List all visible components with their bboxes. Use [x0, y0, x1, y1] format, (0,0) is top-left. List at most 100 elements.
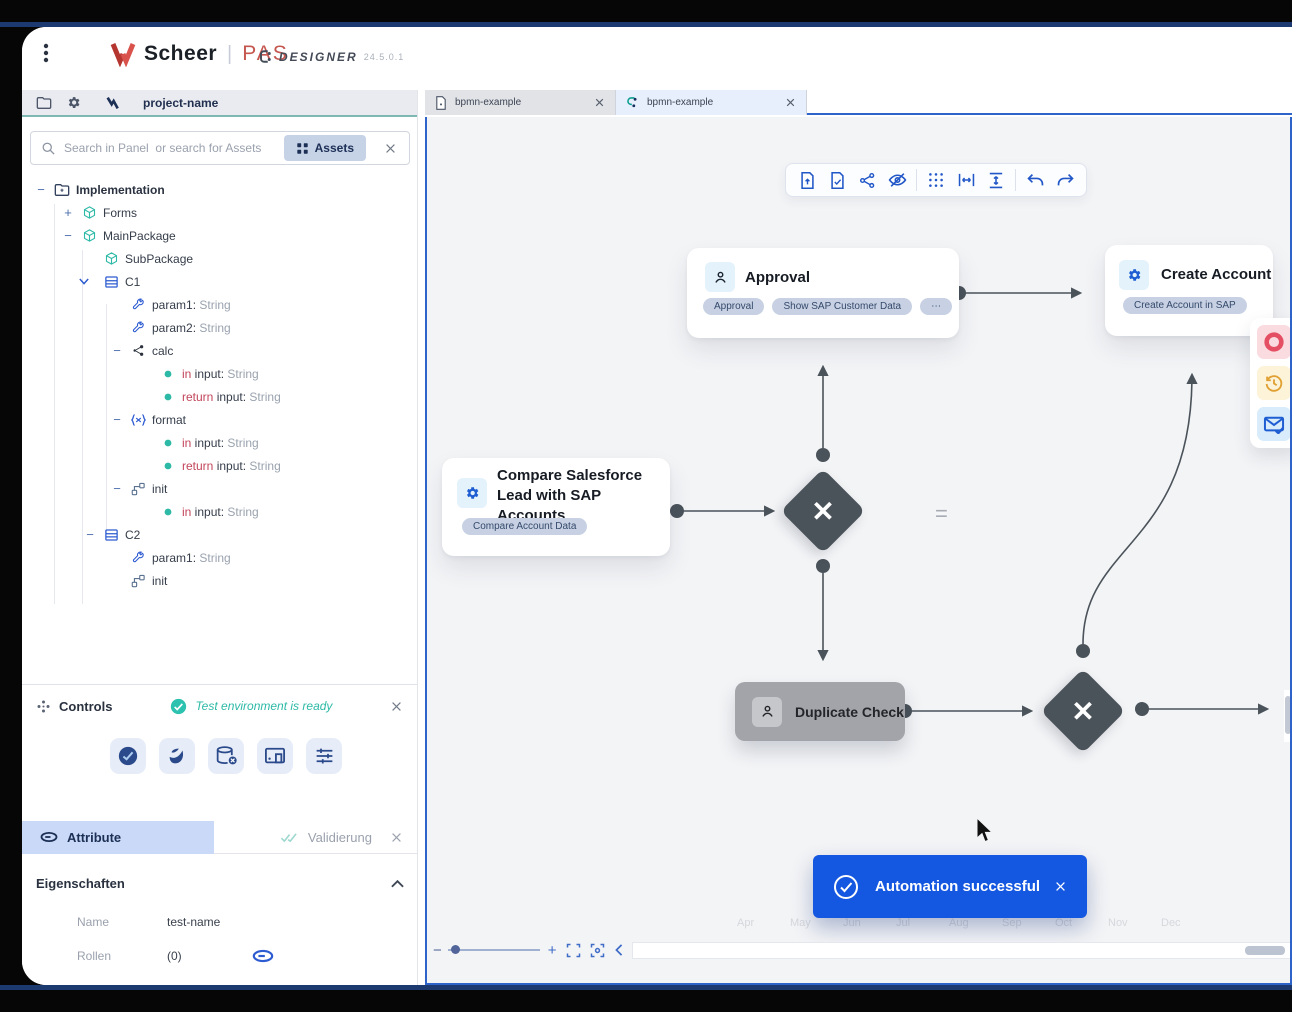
database-clear-button[interactable]	[208, 738, 244, 774]
exclusive-gateway-1[interactable]: ✕	[780, 468, 866, 554]
vertical-scrollbar[interactable]	[1284, 690, 1290, 742]
controls-close-icon[interactable]	[390, 700, 403, 713]
search-icon	[41, 141, 56, 156]
tab-attribute[interactable]: Attribute	[22, 820, 214, 854]
operation-chip[interactable]: Show SAP Customer Data	[772, 298, 913, 315]
attribute-panel-close-icon[interactable]	[390, 831, 403, 844]
scrollbar-thumb[interactable]	[1285, 696, 1290, 734]
device-preview-icon	[264, 746, 286, 766]
operation-chip[interactable]: Compare Account Data	[462, 518, 588, 535]
month-label: Aug	[949, 917, 969, 929]
task-node-compare[interactable]: Compare Salesforce Lead with SAP Account…	[442, 458, 670, 556]
share-button[interactable]	[852, 166, 882, 194]
chevron-up-icon[interactable]	[391, 879, 404, 888]
tab-validation[interactable]: Validierung	[262, 821, 390, 854]
collapse-toggle-icon[interactable]: −	[113, 343, 121, 358]
tree-item-implementation[interactable]: −Implementation	[22, 178, 417, 201]
editor-tab-bpmn-example-2[interactable]: bpmn-example	[616, 90, 807, 115]
center-focus-icon[interactable]	[590, 943, 605, 958]
doc-check-icon	[830, 171, 845, 189]
search-input[interactable]	[64, 141, 284, 155]
tree-item-forms[interactable]: +Forms	[22, 201, 417, 224]
editor-tab-bpmn-example-1[interactable]: bpmn-example	[425, 90, 616, 115]
folder-icon	[52, 183, 72, 197]
tree-item-format[interactable]: −format	[22, 408, 417, 431]
chevron-left-icon[interactable]	[614, 944, 624, 956]
tab-close-icon[interactable]	[594, 97, 605, 108]
zoom-slider-knob[interactable]	[450, 945, 460, 954]
tree-item-in[interactable]: in input: String	[22, 431, 417, 454]
service-task-gear-icon	[457, 478, 487, 508]
tree-item-param1-[interactable]: param1: String	[22, 546, 417, 569]
zoom-in-button[interactable]: +	[547, 941, 557, 959]
device-preview-button[interactable]	[257, 738, 293, 774]
notification-close-icon[interactable]	[1054, 880, 1067, 893]
tree-item-in[interactable]: in input: String	[22, 500, 417, 523]
edit-roles-icon[interactable]	[252, 949, 274, 963]
distribute-horizontal-button[interactable]	[951, 166, 981, 194]
exclusive-gateway-2[interactable]: ✕	[1040, 668, 1126, 754]
field-name: Name test-name	[22, 910, 417, 934]
history-palette-button[interactable]	[1257, 366, 1290, 400]
redo-button[interactable]	[1050, 166, 1080, 194]
tree-item-calc[interactable]: −calc	[22, 339, 417, 362]
undo-icon	[1026, 173, 1044, 187]
tab-close-icon[interactable]	[785, 97, 796, 108]
collapse-toggle-icon[interactable]: −	[37, 182, 45, 197]
collapse-toggle-icon[interactable]: −	[86, 527, 94, 542]
doc-check-button[interactable]	[822, 166, 852, 194]
settings-sliders-button[interactable]	[306, 738, 342, 774]
settings-tab-icon[interactable]	[66, 95, 81, 110]
tree-item-return[interactable]: return input: String	[22, 385, 417, 408]
zoom-out-button[interactable]: −	[433, 941, 442, 959]
collapse-toggle-icon[interactable]: −	[64, 228, 72, 243]
redo-icon	[1057, 173, 1074, 187]
tree-item-mainpackage[interactable]: −MainPackage	[22, 224, 417, 247]
task-node-create-account[interactable]: Create Account Create Account in SAP	[1105, 245, 1273, 336]
folder-tab-icon[interactable]	[36, 96, 52, 110]
swoosh-button[interactable]	[159, 738, 195, 774]
operation-chip[interactable]: Create Account in SAP	[1123, 297, 1247, 314]
tree-item-param1-[interactable]: param1: String	[22, 293, 417, 316]
main-menu-button[interactable]	[38, 39, 62, 69]
package-icon	[101, 251, 121, 266]
database-clear-icon	[215, 745, 238, 767]
end-event-palette-button[interactable]	[1257, 325, 1290, 359]
message-palette-button[interactable]	[1257, 407, 1290, 441]
collapse-toggle-icon[interactable]: −	[113, 481, 121, 496]
snap-grid-button[interactable]	[921, 166, 951, 194]
field-roles-value[interactable]: (0)	[167, 949, 182, 963]
distribute-vertical-button[interactable]	[981, 166, 1011, 194]
status-text: Test environment is ready	[195, 699, 333, 713]
fit-screen-icon[interactable]	[566, 943, 581, 958]
tree-item-param2-[interactable]: param2: String	[22, 316, 417, 339]
expand-toggle-icon[interactable]: +	[64, 205, 72, 220]
zoom-slider[interactable]	[447, 945, 540, 954]
search-close-icon[interactable]	[384, 142, 397, 155]
user-task-icon	[752, 696, 782, 727]
doc-import-button[interactable]	[792, 166, 822, 194]
undo-button[interactable]	[1020, 166, 1050, 194]
tree-item-return[interactable]: return input: String	[22, 454, 417, 477]
deploy-check-button[interactable]	[110, 738, 146, 774]
tree-item-in[interactable]: in input: String	[22, 362, 417, 385]
tree-item-c1[interactable]: C1	[22, 270, 417, 293]
field-name-value[interactable]: test-name	[167, 915, 221, 929]
tree-item-init[interactable]: −init	[22, 477, 417, 500]
operation-chip[interactable]: Approval	[703, 298, 765, 315]
gateway-x-icon: ✕	[811, 495, 835, 527]
horizontal-scrollbar[interactable]	[631, 941, 1290, 959]
eye-off-button[interactable]	[882, 166, 912, 194]
tree-item-subpackage[interactable]: SubPackage	[22, 247, 417, 270]
collapse-toggle-icon[interactable]: −	[113, 412, 121, 427]
scrollbar-thumb[interactable]	[1245, 945, 1285, 955]
more-chip[interactable]: ⋯	[920, 298, 953, 315]
assets-filter-button[interactable]: Assets	[283, 135, 366, 161]
tree-item-init[interactable]: init	[22, 569, 417, 592]
task-node-duplicate-check[interactable]: Duplicate Check	[735, 682, 905, 741]
chevron-down-icon[interactable]	[79, 278, 101, 285]
tree-item-c2[interactable]: −C2	[22, 523, 417, 546]
user-task-icon	[705, 262, 735, 292]
